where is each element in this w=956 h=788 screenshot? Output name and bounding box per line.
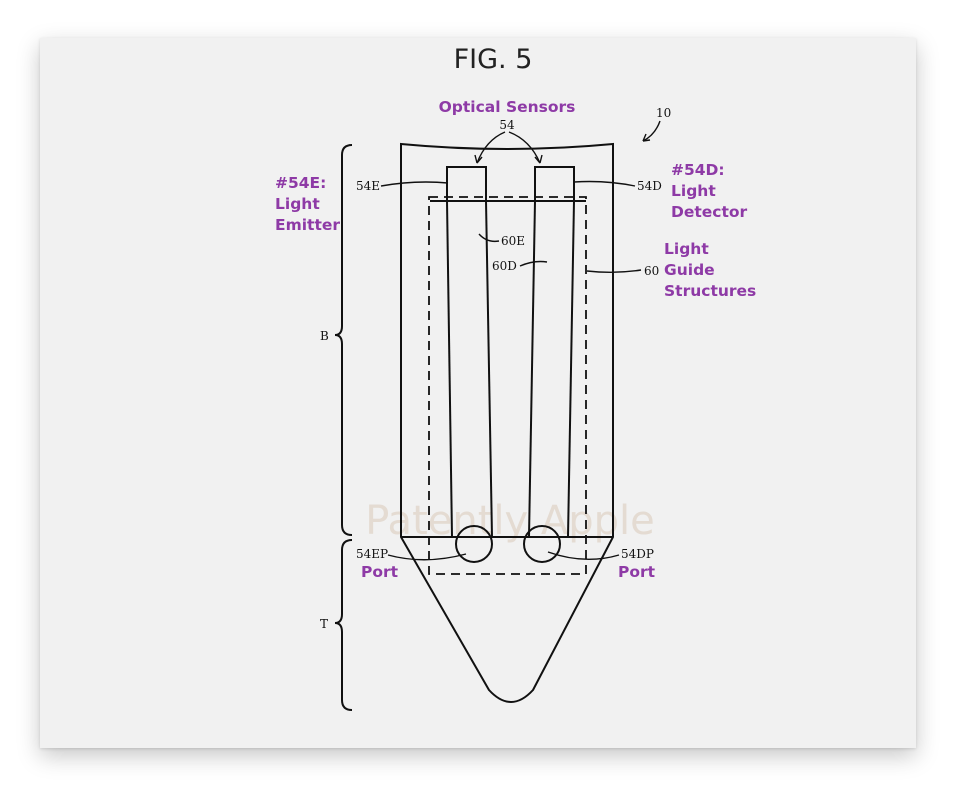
device-outline <box>400 142 614 703</box>
annotation-detector-line-3: Detector <box>671 203 748 221</box>
annotation-guide-line-1: Light <box>664 240 709 258</box>
ref-label-b: B <box>320 329 329 343</box>
ref-label-54dp: 54DP <box>621 547 654 561</box>
ref-label-60e: 60E <box>501 234 525 248</box>
light-detector-54d <box>534 166 575 202</box>
ref-label-t: T <box>320 617 328 631</box>
ref-54dp-leader <box>547 551 620 561</box>
light-guide-60d-right-wall <box>567 200 575 538</box>
ref-label-54: 54 <box>499 118 515 132</box>
ref-10-leader <box>642 120 661 142</box>
ref-label-54ep: 54EP <box>356 547 388 561</box>
ref-label-60d: 60D <box>492 259 517 273</box>
ref-54-arrowhead-left <box>474 154 483 164</box>
ref-label-60: 60 <box>644 264 659 278</box>
figure-card <box>40 38 916 748</box>
ref-54e-leader <box>380 181 449 187</box>
ref-54-arrowhead-right <box>534 154 543 164</box>
brace-body-section <box>334 144 353 536</box>
light-guide-60e-left-wall <box>446 200 453 538</box>
ref-54-leader-detector <box>508 131 541 164</box>
annotation-detector-line-2: Light <box>671 182 716 200</box>
ref-54-leader-emitter <box>476 131 506 164</box>
ref-label-10: 10 <box>656 106 671 120</box>
light-guide-60d-left-wall <box>528 200 536 538</box>
light-emitter-54e <box>446 166 487 202</box>
annotation-detector-line-1: #54D: <box>671 161 725 179</box>
emitter-port-54ep <box>455 525 493 563</box>
annotation-emitter-line-2: Light <box>275 195 320 213</box>
annotation-guide-line-3: Structures <box>664 282 756 300</box>
ref-10-arrowhead <box>642 133 651 142</box>
light-guide-60e-right-wall <box>485 200 493 538</box>
ref-60e-leader <box>478 233 500 243</box>
detector-port-54dp <box>523 525 561 563</box>
ref-54ep-leader <box>387 553 467 561</box>
figure-title: FIG. 5 <box>454 44 533 75</box>
light-guide-structure-boundary <box>428 196 587 575</box>
ref-54d-leader <box>573 180 636 187</box>
brace-tip-section <box>334 539 353 711</box>
annotation-emitter-port: Port <box>361 563 399 581</box>
ref-label-54e: 54E <box>356 179 380 193</box>
annotation-detector-port: Port <box>618 563 656 581</box>
annotation-guide-line-2: Guide <box>664 261 715 279</box>
annotation-optical-sensors: Optical Sensors <box>439 98 576 116</box>
ref-60d-leader <box>519 260 548 267</box>
ref-label-54d: 54D <box>637 179 662 193</box>
annotation-emitter-line-1: #54E: <box>275 174 326 192</box>
ref-60-leader <box>586 269 642 273</box>
annotation-emitter-line-3: Emitter <box>275 216 340 234</box>
